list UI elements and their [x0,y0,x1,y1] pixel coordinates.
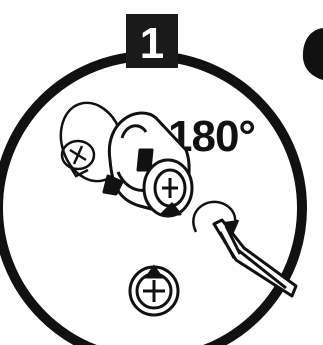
step-badge: 1 [126,14,178,68]
step-number: 1 [140,19,164,68]
cam-lock-top-view-icon [130,267,178,315]
next-step-circle-fragment [303,28,323,80]
